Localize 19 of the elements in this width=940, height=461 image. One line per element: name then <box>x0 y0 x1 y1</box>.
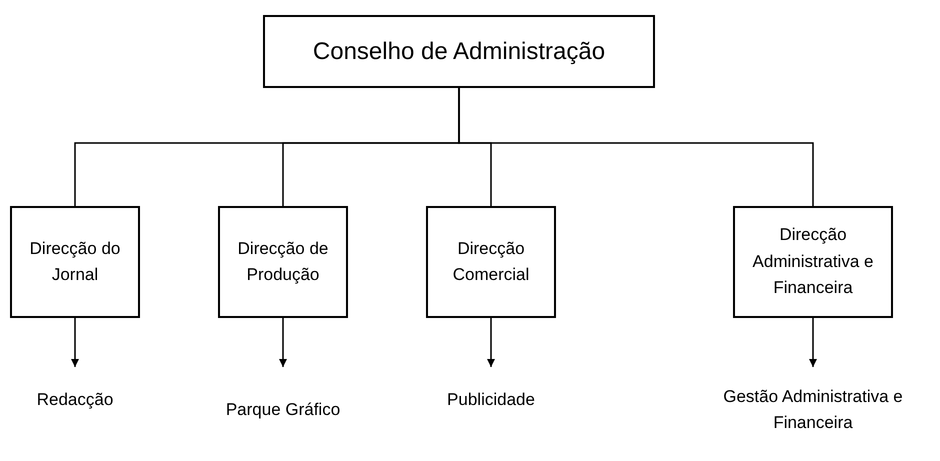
connector-line <box>458 88 814 206</box>
unit-label: Redacção <box>36 388 114 411</box>
department-box <box>426 206 556 318</box>
department-box <box>10 206 140 318</box>
arrow <box>279 318 287 367</box>
unit-label: Gestão Administrativa e Financeira <box>722 386 904 434</box>
box-title: Direcção de Produção <box>236 238 330 286</box>
department-box <box>218 206 348 318</box>
top-box <box>263 15 655 88</box>
unit-label: Parque Gráfico <box>226 398 340 421</box>
box-title: Conselho de Administração <box>312 36 606 67</box>
box-title: Direcção do Jornal <box>28 238 122 286</box>
department-box <box>733 206 893 318</box>
box-title: Direcção Comercial <box>452 238 530 286</box>
arrow <box>809 318 817 367</box>
box-title: Direcção Administrativa e Financeira <box>752 224 874 300</box>
arrow <box>71 318 79 367</box>
unit-label: Publicidade <box>447 388 535 411</box>
arrow <box>487 318 495 367</box>
